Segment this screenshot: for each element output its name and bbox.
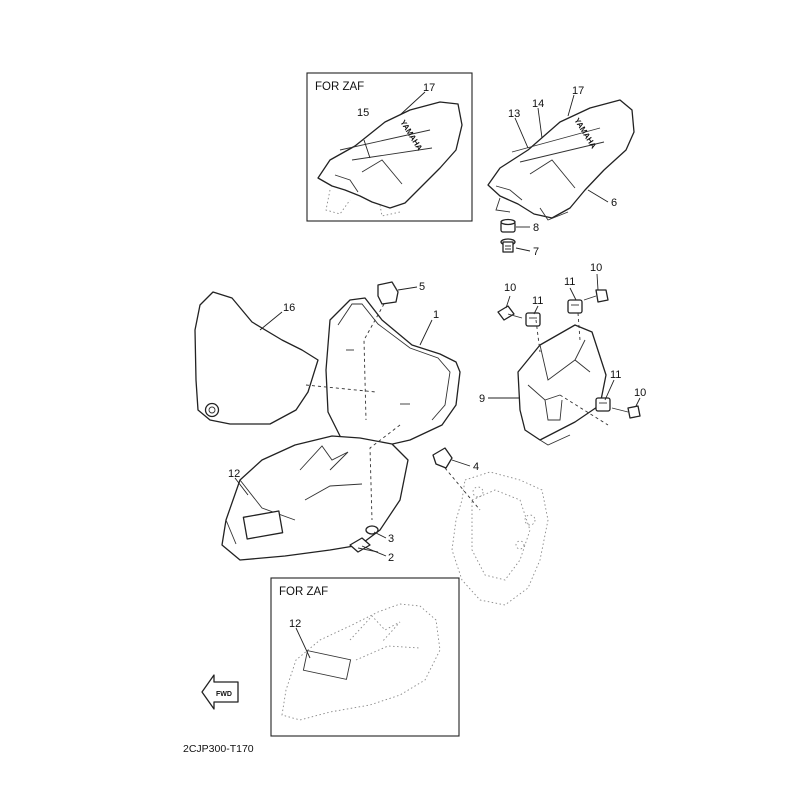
fwd-label: FWD <box>216 691 232 698</box>
callout-6: 6 <box>611 197 617 209</box>
damper-part-5 <box>377 281 399 305</box>
callout-10a: 10 <box>504 282 516 294</box>
callout-2: 2 <box>388 552 394 564</box>
clip-part-4 <box>432 447 453 469</box>
callout-10b: 10 <box>590 262 602 274</box>
inset-label-fender: FOR ZAF <box>279 586 328 598</box>
nut-part-11c <box>595 397 611 412</box>
callout-11a: 11 <box>532 295 543 307</box>
bracket-part-9 <box>517 324 607 446</box>
seat <box>487 99 635 221</box>
callout-15: 15 <box>357 107 369 119</box>
callout-5: 5 <box>419 281 425 293</box>
collar-part-8 <box>500 218 516 233</box>
inset-frame-fender <box>270 577 460 737</box>
callout-numbers: 17 15 17 14 13 6 8 7 5 1 16 9 10 11 11 1… <box>228 82 646 630</box>
callout-17a: 17 <box>423 82 435 94</box>
callout-9: 9 <box>479 393 485 405</box>
callout-17b: 17 <box>572 85 584 97</box>
callout-1: 1 <box>433 309 439 321</box>
callout-11b: 11 <box>564 276 575 288</box>
bolt-part-10b <box>583 289 609 303</box>
callout-8: 8 <box>533 222 539 234</box>
callout-16: 16 <box>283 302 295 314</box>
frame-head-ghost <box>451 471 549 606</box>
fwd-arrow-icon <box>201 674 239 710</box>
callout-11c: 11 <box>610 369 621 381</box>
bolt-part-10c <box>611 405 641 419</box>
leader-lines <box>234 91 641 659</box>
diagram-code: 2CJP300-T170 <box>183 743 254 755</box>
nut-part-11b <box>567 299 583 314</box>
assembly-dash-lines <box>305 303 609 521</box>
inset-frame-seat <box>306 72 473 222</box>
nut-part-11a <box>525 312 541 327</box>
callout-4: 4 <box>473 461 479 473</box>
front-panel-part-1 <box>325 297 461 449</box>
callout-12b: 12 <box>289 618 301 630</box>
inset-label-seat: FOR ZAF <box>315 81 364 93</box>
callout-10c: 10 <box>634 387 646 399</box>
bolt-part-7 <box>500 238 516 253</box>
side-cover-part-16 <box>194 291 319 425</box>
bolt-part-10a <box>497 305 523 321</box>
seat-zaf <box>317 101 463 217</box>
callout-14: 14 <box>532 98 544 110</box>
front-fender-zaf <box>281 603 441 721</box>
callout-13: 13 <box>508 108 520 120</box>
callout-12a: 12 <box>228 468 240 480</box>
front-fender-part-12 <box>221 435 409 561</box>
callout-3: 3 <box>388 533 394 545</box>
callout-7: 7 <box>533 246 539 258</box>
